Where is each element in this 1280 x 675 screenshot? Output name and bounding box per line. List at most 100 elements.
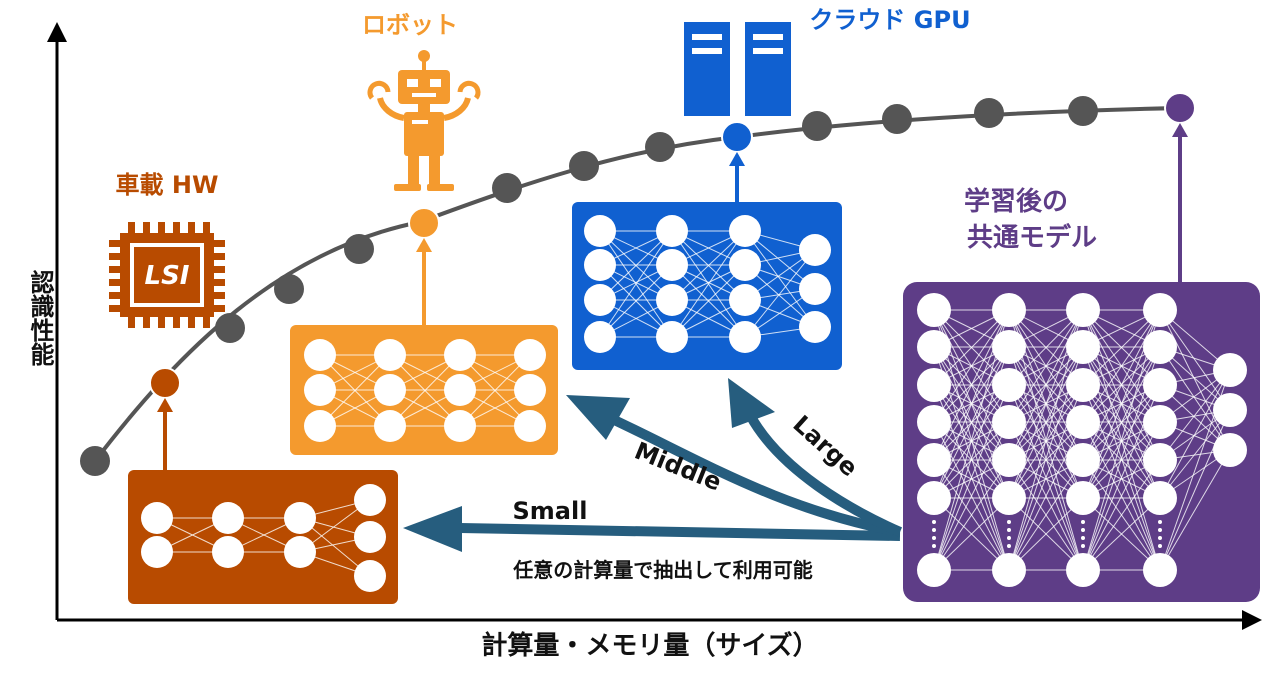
x-axis-arrowhead <box>1242 610 1262 630</box>
robot-label: ロボット <box>362 11 458 39</box>
network-node <box>1143 481 1177 515</box>
network-node <box>656 249 688 281</box>
small-label: Small <box>513 497 588 525</box>
network-node <box>444 339 476 371</box>
middle-arrowhead <box>566 395 630 440</box>
network-node <box>514 374 546 406</box>
network-node <box>729 249 761 281</box>
cloud-network <box>584 215 831 353</box>
network-node <box>917 405 951 439</box>
network-node <box>992 293 1026 327</box>
network-node <box>1213 433 1247 467</box>
lsi-chip-icon: LSI <box>109 222 225 328</box>
network-node <box>1066 443 1100 477</box>
car-label: 車載 HW <box>116 171 219 199</box>
network-node <box>584 321 616 353</box>
network-node <box>992 368 1026 402</box>
network-node <box>584 249 616 281</box>
network-node <box>1143 405 1177 439</box>
car-network-box <box>128 470 398 604</box>
network-node <box>1066 330 1100 364</box>
middle-label: Middle <box>631 437 726 497</box>
network-node <box>992 405 1026 439</box>
small-arrowhead <box>403 506 462 552</box>
common-label-line1: 学習後の <box>964 186 1068 217</box>
network-node <box>1213 393 1247 427</box>
curve-point-cloud <box>721 121 753 153</box>
network-node <box>917 293 951 327</box>
network-node <box>917 443 951 477</box>
network-node <box>917 553 951 587</box>
network-node <box>444 374 476 406</box>
network-node <box>1143 553 1177 587</box>
robot-network <box>304 339 546 442</box>
network-node <box>917 481 951 515</box>
curve-point-robot <box>408 207 440 239</box>
network-node <box>1066 368 1100 402</box>
network-node <box>1143 293 1177 327</box>
network-node <box>304 374 336 406</box>
network-node <box>374 339 406 371</box>
network-node <box>1143 330 1177 364</box>
network-node <box>1066 293 1100 327</box>
network-node <box>917 330 951 364</box>
common-up-arrow <box>1172 123 1188 137</box>
common-label-line2: 共通モデル <box>967 222 1097 253</box>
network-node <box>1143 443 1177 477</box>
car-up-arrow <box>157 398 173 412</box>
network-node <box>1066 481 1100 515</box>
network-node <box>799 273 831 305</box>
middle-arrow <box>607 413 901 537</box>
network-node <box>729 215 761 247</box>
cloud-label: クラウド GPU <box>809 6 970 34</box>
extraction-caption: 任意の計算量で抽出して利用可能 <box>512 558 812 582</box>
network-node <box>584 215 616 247</box>
network-node <box>799 311 831 343</box>
large-arrow <box>745 412 903 537</box>
network-node <box>284 536 316 568</box>
network-node <box>656 321 688 353</box>
network-node <box>1213 353 1247 387</box>
network-node <box>354 521 386 553</box>
network-node <box>1066 405 1100 439</box>
network-node <box>304 339 336 371</box>
network-node <box>992 330 1026 364</box>
lsi-chip-text: LSI <box>145 261 190 291</box>
common-network <box>917 293 1247 587</box>
curve-points <box>80 96 1098 476</box>
x-axis-label: 計算量・メモリ量（サイズ） <box>481 630 818 661</box>
robot-up-arrow <box>416 238 432 252</box>
curve-point-common <box>1164 92 1196 124</box>
network-node <box>141 502 173 534</box>
network-node <box>354 560 386 592</box>
network-node <box>212 536 244 568</box>
server-icon <box>684 22 791 116</box>
network-node <box>1143 368 1177 402</box>
network-node <box>514 410 546 442</box>
small-arrow <box>459 523 901 541</box>
car-network <box>141 484 386 592</box>
network-node <box>992 443 1026 477</box>
network-node <box>284 502 316 534</box>
network-node <box>729 284 761 316</box>
robot-icon <box>367 50 481 191</box>
network-node <box>799 234 831 266</box>
cloud-up-arrow <box>729 152 745 166</box>
network-node <box>656 215 688 247</box>
network-node <box>917 368 951 402</box>
network-node <box>584 284 616 316</box>
network-node <box>514 339 546 371</box>
y-axis-arrowhead <box>47 22 67 42</box>
network-node <box>444 410 476 442</box>
network-node <box>212 502 244 534</box>
network-node <box>992 553 1026 587</box>
network-node <box>992 481 1026 515</box>
network-node <box>729 321 761 353</box>
network-node <box>374 410 406 442</box>
network-node <box>141 536 173 568</box>
network-node <box>374 374 406 406</box>
network-node <box>656 284 688 316</box>
curve-point-car <box>149 367 181 399</box>
network-node <box>354 484 386 516</box>
